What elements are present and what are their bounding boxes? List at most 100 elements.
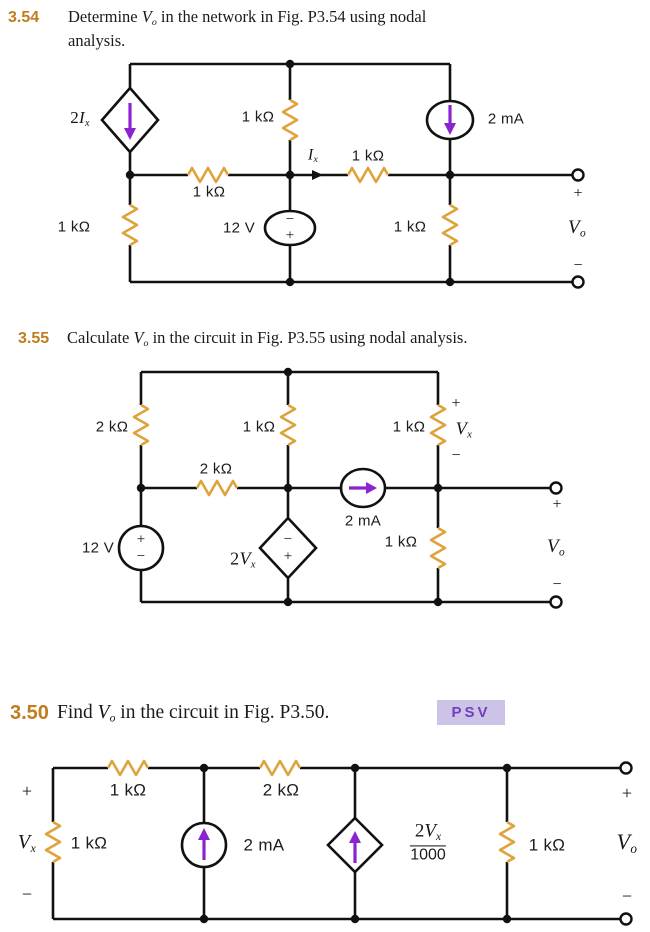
output-terminal-top-355 xyxy=(549,481,563,495)
resistor-label-1k-left-350: 1 kΩ xyxy=(70,833,108,853)
voltage-source-label-12v-354: 12 V xyxy=(222,219,256,237)
down-arrowhead-icon xyxy=(444,123,456,135)
dependent-current-source-2vx-1000 xyxy=(326,816,384,874)
resistor-1k-left-350 xyxy=(44,820,62,864)
gain-denominator: 1000 xyxy=(410,846,446,864)
output-terminal-top-350 xyxy=(619,761,633,775)
vo-output-label-355: Vo xyxy=(547,536,565,559)
output-plus-mark-350: + xyxy=(621,783,633,803)
current-source-2ma-350 xyxy=(180,821,228,869)
resistor-label-1k-mid-left-354: 1 kΩ xyxy=(192,183,226,201)
vx-minus-mark-350: − xyxy=(21,884,33,904)
gain-numerator: 2Vx xyxy=(409,821,447,847)
resistor-1k-mid-left-354 xyxy=(186,166,230,184)
current-source-label-2ma-355: 2 mA xyxy=(344,512,382,530)
problem-350-text: Find Vo in the circuit in Fig. P3.50. xyxy=(57,701,329,726)
resistor-label-1k-right-354: 1 kΩ xyxy=(393,218,427,236)
statement-pre: Calculate xyxy=(67,328,134,347)
source-minus-mark: − xyxy=(283,531,293,548)
statement-post: in the network in Fig. P3.54 using nodal xyxy=(156,7,427,26)
source-minus-mark: − xyxy=(285,211,295,228)
dependent-source-label-2vx: 2Vx xyxy=(230,548,256,571)
ix-current-label: Ix xyxy=(307,146,319,166)
problem-354-text-line1: Determine Vo in the network in Fig. P3.5… xyxy=(68,7,426,29)
circuit-fig-p350 xyxy=(44,759,633,926)
resistor-label-2k-horizontal-355: 2 kΩ xyxy=(199,460,233,478)
current-source-2ma-355 xyxy=(339,467,387,509)
resistor-1k-lower-right-355 xyxy=(429,526,447,570)
output-minus-mark-354: − xyxy=(573,257,583,274)
problem-354-text-line2: analysis. xyxy=(68,31,126,50)
voltage-source-12v-355 xyxy=(117,524,165,572)
resistor-1k-right-350 xyxy=(498,820,516,864)
vo-output-label-354: Vo xyxy=(568,217,586,240)
node-dots-350 xyxy=(199,763,512,924)
vx-variable-355: Vx xyxy=(455,418,473,441)
voltage-source-12v-354 xyxy=(263,209,317,247)
output-minus-mark-350: − xyxy=(621,886,633,906)
vo-variable: Vo xyxy=(97,702,116,725)
up-arrowhead-icon xyxy=(198,828,210,840)
ix-current-arrowhead-icon xyxy=(312,170,323,180)
output-terminal-bottom-354 xyxy=(571,275,585,289)
resistor-1k-mid-right-354 xyxy=(346,166,390,184)
current-source-label-2ma-354: 2 mA xyxy=(487,110,525,128)
resistor-label-2k-top-350: 2 kΩ xyxy=(262,780,300,800)
dependent-source-gain-label: 2Vx 1000 xyxy=(409,821,447,864)
problem-350-number: 3.50 xyxy=(10,702,49,724)
right-arrowhead-icon xyxy=(366,482,377,494)
node-dots-355 xyxy=(136,367,443,607)
down-arrowhead-icon xyxy=(124,128,136,140)
output-terminal-bottom-355 xyxy=(549,595,563,609)
resistor-1k-top-354 xyxy=(281,98,299,142)
resistor-2k-left-355 xyxy=(132,403,150,447)
resistor-label-1k-mid-355: 1 kΩ xyxy=(242,418,276,436)
statement-post: in the circuit in Fig. P3.50. xyxy=(115,702,330,723)
vx-plus-mark-355: + xyxy=(451,395,461,412)
output-plus-mark-354: + xyxy=(573,185,583,202)
problem-355-number: 3.55 xyxy=(18,330,50,347)
resistor-1k-top-350 xyxy=(106,759,150,777)
node-dots-354 xyxy=(125,59,455,287)
up-arrowhead-icon xyxy=(349,831,361,843)
vx-plus-mark-350: + xyxy=(21,781,33,801)
voltage-source-label-12v-355: 12 V xyxy=(81,539,115,557)
dependent-voltage-source-2vx xyxy=(258,516,318,580)
source-plus-mark: + xyxy=(285,227,295,244)
source-plus-mark: + xyxy=(283,548,293,565)
resistor-label-1k-left-354: 1 kΩ xyxy=(57,218,91,236)
dependent-source-label-2ix: 2Ix xyxy=(70,107,90,129)
psv-badge: PSV xyxy=(437,700,505,725)
current-source-label-2ma-350: 2 mA xyxy=(243,835,285,855)
vx-variable-350: Vx xyxy=(17,831,37,855)
resistor-2k-horizontal-355 xyxy=(195,479,239,497)
resistor-2k-top-350 xyxy=(258,759,302,777)
resistor-label-1k-vx-355: 1 kΩ xyxy=(392,418,426,436)
resistor-label-2k-left-355: 2 kΩ xyxy=(95,418,129,436)
resistor-label-1k-right-350: 1 kΩ xyxy=(528,835,566,855)
output-plus-mark-355: + xyxy=(552,496,562,513)
vo-output-label-350: Vo xyxy=(616,828,638,856)
vo-variable: Vo xyxy=(141,7,157,28)
vx-minus-mark-355: − xyxy=(451,447,461,464)
output-terminal-bottom-350 xyxy=(619,912,633,926)
current-source-2ma-354 xyxy=(425,99,475,141)
source-minus-mark: − xyxy=(136,548,146,565)
output-terminal-top-354 xyxy=(571,168,585,182)
resistor-label-1k-top-350: 1 kΩ xyxy=(109,780,147,800)
statement-pre: Find xyxy=(57,702,98,723)
problem-354-number: 3.54 xyxy=(8,9,40,26)
resistor-1k-right-354 xyxy=(441,203,459,247)
vo-variable: Vo xyxy=(133,328,149,349)
output-minus-mark-355: − xyxy=(552,576,562,593)
circuit-fig-p354 xyxy=(100,59,585,289)
resistor-label-1k-mid-right-354: 1 kΩ xyxy=(351,147,385,165)
resistor-1k-vx-355 xyxy=(429,403,447,447)
circuit-fig-p355 xyxy=(117,367,563,609)
resistor-1k-mid-355 xyxy=(279,403,297,447)
statement-pre: Determine xyxy=(68,7,142,26)
resistor-label-1k-lower-right-355: 1 kΩ xyxy=(384,533,418,551)
resistor-1k-left-354 xyxy=(121,203,139,247)
